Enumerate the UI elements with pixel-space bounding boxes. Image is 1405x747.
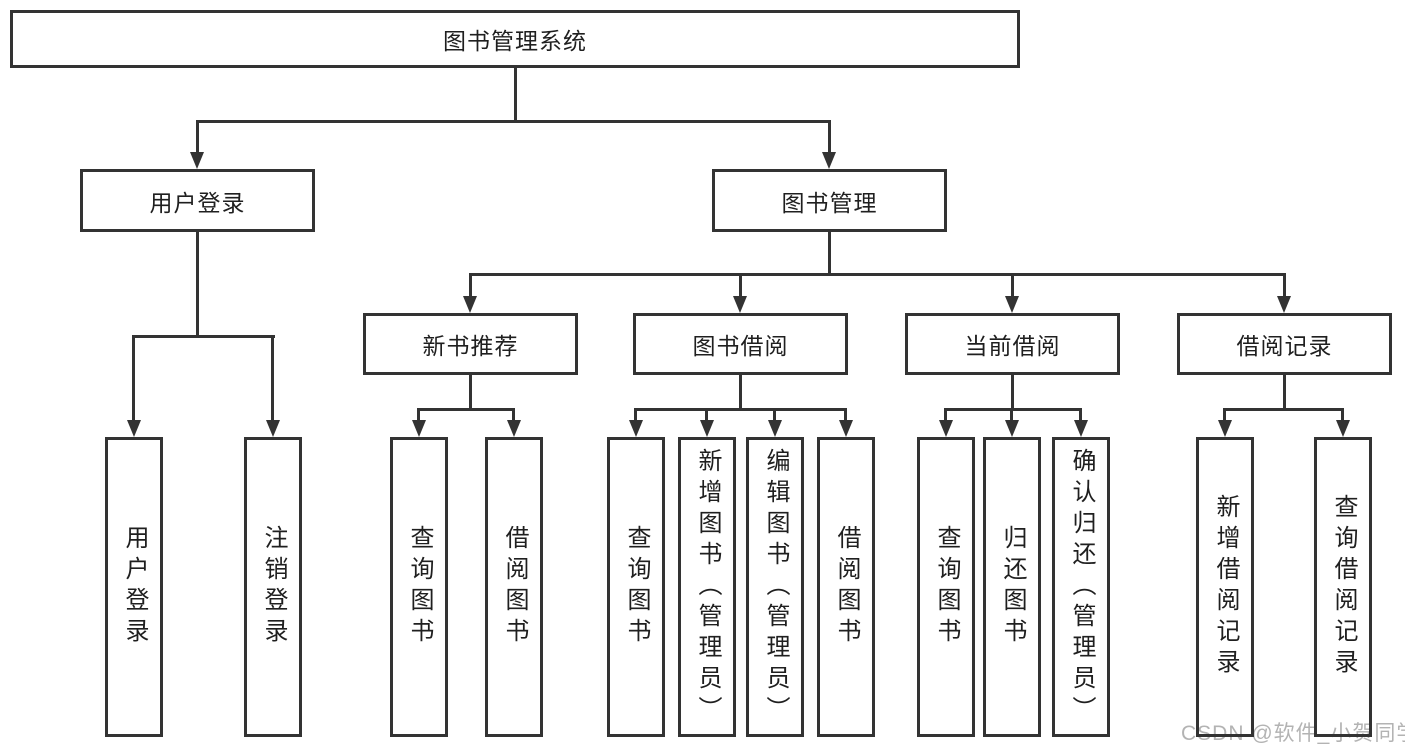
arrowhead-g5-query bbox=[1336, 420, 1350, 437]
connector-drop-current-borrowing bbox=[1011, 273, 1014, 298]
connector-drop-g2-query bbox=[417, 408, 420, 422]
connector-user-login-stem bbox=[196, 232, 199, 338]
connector-drop-g5-query bbox=[1341, 408, 1344, 422]
arrowhead-g4-confirm bbox=[1074, 420, 1088, 437]
connector-drop-g3-borrow bbox=[844, 408, 847, 422]
arrowhead-g3-add bbox=[700, 420, 714, 437]
leaf-borrowing-query-books: 查询图书 bbox=[607, 437, 665, 737]
connector-drop-g4-query bbox=[944, 408, 947, 422]
connector-drop-leaf-user-login bbox=[132, 335, 135, 422]
connector-drop-g4-return bbox=[1010, 408, 1013, 422]
arrowhead-g3-borrow bbox=[839, 420, 853, 437]
leaf-user-login: 用户登录 bbox=[105, 437, 163, 737]
node-book-management-branch: 图书管理 bbox=[712, 169, 947, 232]
connector-level2-spreader bbox=[196, 120, 831, 123]
connector-drop-book-management bbox=[828, 120, 831, 153]
connector-drop-g2-borrow bbox=[512, 408, 515, 422]
leaf-current-confirm-return-admin: 确认归还（管理员） bbox=[1052, 437, 1110, 737]
connector-drop-g3-add bbox=[705, 408, 708, 422]
leaf-newbook-borrow-books: 借阅图书 bbox=[485, 437, 543, 737]
connector-borrow-records-stem bbox=[1283, 375, 1286, 411]
connector-current-borrowing-spreader bbox=[944, 408, 1082, 411]
connector-drop-g4-confirm bbox=[1079, 408, 1082, 422]
arrowhead-g3-edit bbox=[768, 420, 782, 437]
arrowhead-g5-add bbox=[1218, 420, 1232, 437]
leaf-newbook-query-books: 查询图书 bbox=[390, 437, 448, 737]
arrowhead-leaf-logout bbox=[266, 420, 280, 437]
connector-book-borrowing-stem bbox=[739, 375, 742, 411]
connector-borrow-records-spreader bbox=[1223, 408, 1344, 411]
leaf-current-query-books: 查询图书 bbox=[917, 437, 975, 737]
connector-drop-user-login bbox=[196, 120, 199, 153]
node-user-login-branch: 用户登录 bbox=[80, 169, 315, 232]
connector-current-borrowing-stem bbox=[1011, 375, 1014, 411]
arrowhead-leaf-user-login bbox=[127, 420, 141, 437]
leaf-current-return-books: 归还图书 bbox=[983, 437, 1041, 737]
arrowhead-g4-return bbox=[1005, 420, 1019, 437]
connector-drop-leaf-logout bbox=[271, 335, 274, 422]
connector-drop-book-borrowing bbox=[739, 273, 742, 298]
node-new-book-recommend: 新书推荐 bbox=[363, 313, 578, 375]
csdn-watermark: CSDN @软件_小贺同学 bbox=[1181, 722, 1405, 745]
leaf-logout: 注销登录 bbox=[244, 437, 302, 737]
connector-new-book-stem bbox=[469, 375, 472, 411]
arrowhead-current-borrowing bbox=[1005, 296, 1019, 313]
connector-new-book-spreader bbox=[417, 408, 515, 411]
connector-book-borrowing-spreader bbox=[634, 408, 847, 411]
connector-level3-spreader bbox=[469, 273, 1286, 276]
connector-user-login-spreader bbox=[132, 335, 275, 338]
node-root-library-system: 图书管理系统 bbox=[10, 10, 1020, 68]
node-current-borrowing: 当前借阅 bbox=[905, 313, 1120, 375]
arrowhead-user-login bbox=[190, 152, 204, 169]
arrowhead-g2-query bbox=[412, 420, 426, 437]
connector-drop-borrow-records bbox=[1283, 273, 1286, 298]
arrowhead-g4-query bbox=[939, 420, 953, 437]
arrowhead-g2-borrow bbox=[507, 420, 521, 437]
arrowhead-book-borrowing bbox=[733, 296, 747, 313]
connector-drop-g3-edit bbox=[773, 408, 776, 422]
leaf-records-add-record: 新增借阅记录 bbox=[1196, 437, 1254, 737]
connector-root-stem bbox=[514, 68, 517, 123]
leaf-borrowing-borrow-books: 借阅图书 bbox=[817, 437, 875, 737]
arrowhead-new-book bbox=[463, 296, 477, 313]
connector-drop-g3-query bbox=[634, 408, 637, 422]
connector-drop-g5-add bbox=[1223, 408, 1226, 422]
connector-drop-new-book bbox=[469, 273, 472, 298]
arrowhead-book-management bbox=[822, 152, 836, 169]
node-borrow-records: 借阅记录 bbox=[1177, 313, 1392, 375]
leaf-records-query-record: 查询借阅记录 bbox=[1314, 437, 1372, 737]
arrowhead-borrow-records bbox=[1277, 296, 1291, 313]
leaf-borrowing-edit-books-admin: 编辑图书（管理员） bbox=[746, 437, 804, 737]
connector-book-management-stem bbox=[828, 232, 831, 276]
leaf-borrowing-add-books-admin: 新增图书（管理员） bbox=[678, 437, 736, 737]
node-book-borrowing: 图书借阅 bbox=[633, 313, 848, 375]
arrowhead-g3-query bbox=[629, 420, 643, 437]
